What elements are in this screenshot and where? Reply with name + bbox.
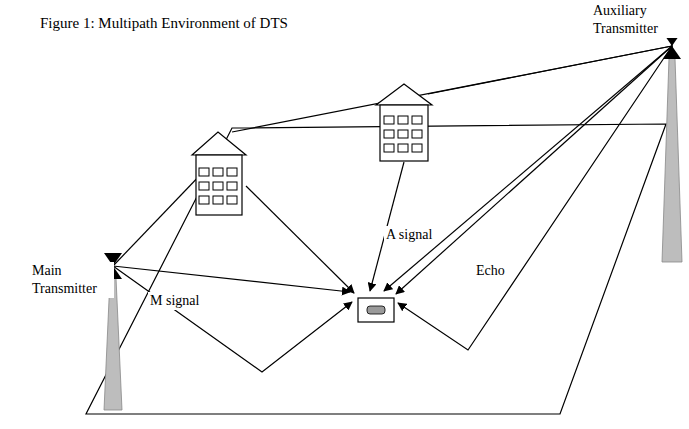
building <box>376 84 432 161</box>
signal-paths <box>113 46 672 372</box>
receiver <box>358 298 394 322</box>
signal-label: Echo <box>474 262 507 280</box>
signal-label: A signal <box>384 226 434 244</box>
signal-label: M signal <box>148 292 201 310</box>
transmitter-label: Main Transmitter <box>30 262 114 298</box>
ground-plane <box>86 124 666 414</box>
figure-title: Figure 1: Multipath Environment of DTS <box>38 14 290 32</box>
transmitter-label: Auxiliary Transmitter <box>591 2 685 38</box>
building <box>192 132 246 215</box>
auxiliary-transmitter-tower <box>662 33 682 262</box>
